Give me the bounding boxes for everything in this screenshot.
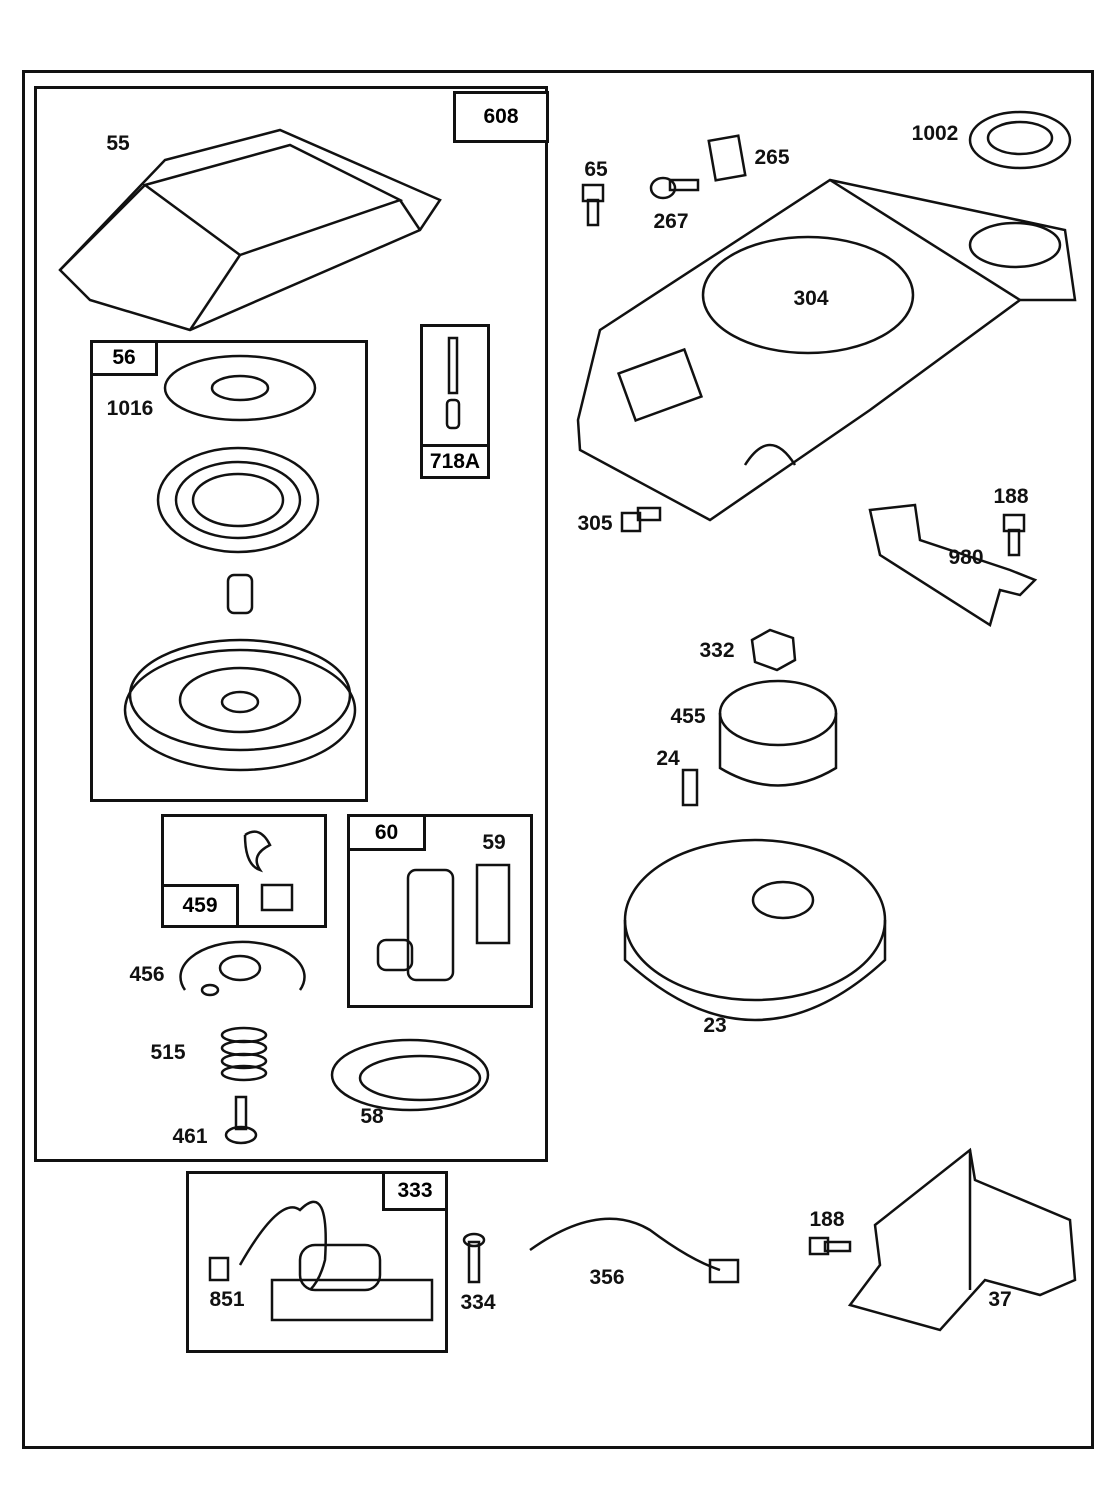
part-label-58: 58 [360, 1105, 384, 1128]
part-459-spring-dog [243, 830, 294, 912]
group-box-333 [186, 1171, 448, 1353]
part-label-23: 23 [703, 1014, 727, 1037]
part-59-clip [475, 863, 511, 945]
part-23-flywheel [623, 838, 887, 1022]
part-980-bracket [868, 503, 1038, 627]
part-label-267: 267 [653, 210, 689, 233]
group-label-608: 608 [453, 91, 549, 143]
part-label-1002: 1002 [911, 122, 959, 145]
part-332-nut [750, 628, 797, 672]
part-58-rope [330, 1038, 490, 1112]
group-label-718A: 718A [420, 444, 490, 479]
part-label-37: 37 [988, 1288, 1012, 1311]
part-304-blower-housing [576, 178, 1077, 522]
part-label-334: 334 [460, 1291, 496, 1314]
part-65-bolt [581, 183, 605, 227]
part-label-55: 55 [106, 132, 130, 155]
part-1016-washer [163, 354, 317, 422]
part-label-332: 332 [699, 639, 735, 662]
part-456-retainer [179, 940, 306, 997]
part-label-1016: 1016 [106, 397, 154, 420]
part-333-armature [208, 1200, 434, 1322]
group-box-60 [347, 814, 533, 1008]
part-pulley [123, 638, 357, 772]
part-label-188-lower: 188 [809, 1208, 845, 1231]
group-box-608 [34, 86, 548, 1162]
part-label-515: 515 [150, 1041, 186, 1064]
part-188-bolt-upper [1002, 513, 1026, 557]
part-label-59: 59 [482, 831, 506, 854]
part-60-cam [376, 868, 455, 982]
group-label-333: 333 [382, 1171, 448, 1211]
part-55-rewind-cover [58, 128, 442, 332]
part-1002-grommet [968, 110, 1072, 170]
part-label-980: 980 [948, 546, 984, 569]
part-label-851: 851 [209, 1288, 245, 1311]
part-bushing [226, 573, 254, 615]
part-265-clip [707, 134, 747, 182]
diagram-frame [22, 70, 1094, 1449]
part-label-65: 65 [584, 158, 608, 181]
part-334-screw [462, 1232, 486, 1284]
group-box-459 [161, 814, 327, 928]
part-label-265: 265 [754, 146, 790, 169]
group-box-56 [90, 340, 368, 802]
part-label-188-upper: 188 [993, 485, 1029, 508]
group-label-60: 60 [347, 814, 426, 851]
part-461-screw [224, 1095, 258, 1145]
part-spring [156, 446, 320, 554]
part-label-356: 356 [589, 1266, 625, 1289]
part-455-cup [718, 679, 838, 787]
part-37-baffle [847, 1147, 1077, 1332]
part-356-wire [529, 1217, 740, 1284]
part-305-bolt [620, 506, 662, 533]
part-label-456: 456 [129, 963, 165, 986]
part-label-455: 455 [670, 705, 706, 728]
part-label-24: 24 [656, 747, 680, 770]
part-515-spring [220, 1026, 268, 1082]
part-label-304: 304 [793, 287, 829, 310]
part-267-screw [649, 176, 700, 200]
part-label-305: 305 [577, 512, 613, 535]
part-label-461: 461 [172, 1125, 208, 1148]
part-188-bolt-lower [808, 1236, 852, 1256]
part-24-key [681, 768, 699, 807]
part-718A-pins [445, 336, 461, 430]
group-label-459: 459 [161, 884, 239, 928]
group-label-56: 56 [90, 340, 158, 376]
